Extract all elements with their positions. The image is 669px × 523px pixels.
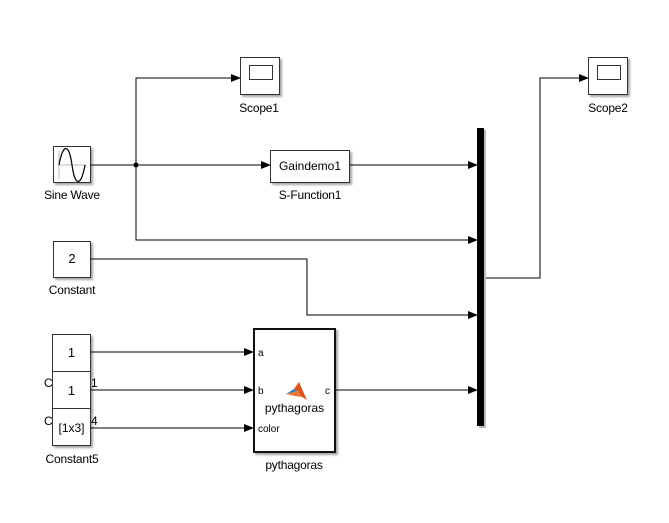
pythagoras-inner-name: pythagoras [264, 401, 325, 415]
scope2-label: Scope2 [588, 101, 628, 115]
pythagoras-block[interactable]: a b color c pythagoras [253, 328, 336, 453]
scope1-block[interactable] [240, 57, 280, 95]
scope1-label: Scope1 [239, 101, 279, 115]
wire-constant-to-mux-3[interactable] [91, 258, 478, 319]
constant1-label-fragment-left: C [44, 376, 53, 390]
port-color-label: color [258, 424, 280, 435]
wire-mux-to-scope2[interactable] [485, 74, 589, 279]
port-a-label: a [258, 348, 264, 359]
scope2-block[interactable] [588, 57, 628, 95]
constant-label: Constant [48, 283, 96, 297]
mux-block[interactable] [477, 128, 484, 426]
constant5-value: [1x3] [58, 421, 85, 435]
s-function-block[interactable]: Gaindemo1 [270, 150, 350, 183]
scope-screen-icon [597, 65, 621, 80]
scope-screen-icon [249, 65, 273, 80]
sine-wave-icon [58, 147, 87, 183]
matlab-logo-icon [286, 382, 307, 400]
wire-branch-to-mux-2[interactable] [135, 165, 478, 244]
s-function-label: S-Function1 [278, 188, 342, 202]
constant5-label: Constant5 [45, 452, 99, 466]
branch-point [133, 162, 139, 168]
constant-value: 2 [68, 251, 76, 266]
s-function-text: Gaindemo1 [278, 159, 342, 173]
constant1-block[interactable]: 1 [52, 334, 91, 372]
port-b-label: b [258, 386, 264, 397]
constant1-value: 1 [67, 345, 76, 360]
port-c-label: c [325, 386, 330, 397]
wire-branch-to-scope1[interactable] [135, 74, 241, 165]
constant1-label-fragment-right: 1 [91, 376, 98, 390]
constant5-block[interactable]: [1x3] [52, 408, 91, 446]
constant4-block[interactable]: 1 [52, 371, 91, 409]
constant-block[interactable]: 2 [53, 241, 91, 278]
constant4-label-fragment-left: C [44, 414, 53, 428]
sine-wave-block[interactable] [53, 146, 91, 183]
constant4-label-fragment-right: 4 [91, 414, 98, 428]
sine-wave-label: Sine Wave [44, 188, 100, 202]
constant4-value: 1 [67, 383, 76, 398]
pythagoras-label: pythagoras [265, 458, 323, 472]
